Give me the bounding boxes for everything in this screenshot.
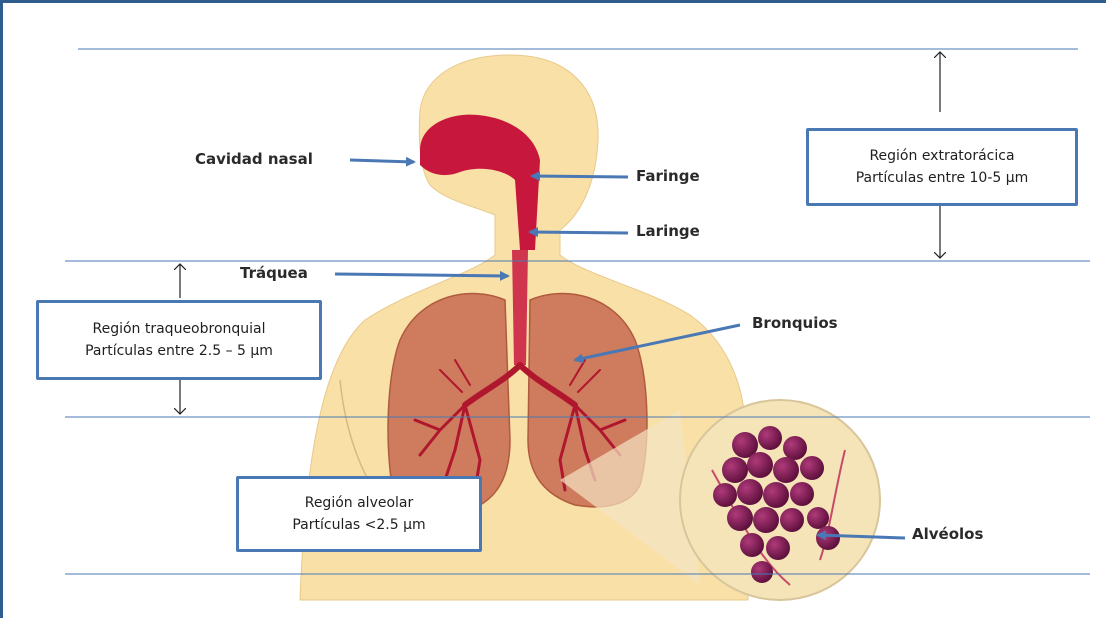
label-laringe: Laringe [636, 222, 700, 240]
cavidad-nasal-arrow [350, 160, 414, 162]
region-traqueobronquial-particles: Partículas entre 2.5 – 5 µm [85, 340, 273, 362]
region-box-extratoracica: Región extratorácica Partículas entre 10… [806, 128, 1078, 206]
label-traquea: Tráquea [240, 264, 308, 282]
region-traqueobronquial-title: Región traqueobronquial [92, 318, 265, 340]
region-box-alveolar: Región alveolar Partículas <2.5 µm [236, 476, 482, 552]
label-faringe: Faringe [636, 167, 700, 185]
faringe-arrow [532, 176, 628, 177]
traquea-arrow [335, 274, 508, 276]
label-bronquios: Bronquios [752, 314, 838, 332]
region-extratoracica-particles: Partículas entre 10-5 µm [856, 167, 1029, 189]
label-cavidad-nasal: Cavidad nasal [195, 150, 313, 168]
laringe-arrow [530, 232, 628, 233]
region-alveolar-title: Región alveolar [305, 492, 414, 514]
region-box-traqueobronquial: Región traqueobronquial Partículas entre… [36, 300, 322, 380]
region-alveolar-particles: Partículas <2.5 µm [292, 514, 425, 536]
label-alveolos: Alvéolos [912, 525, 983, 543]
alveoli-zoom [680, 400, 880, 600]
region-extratoracica-title: Región extratorácica [869, 145, 1014, 167]
